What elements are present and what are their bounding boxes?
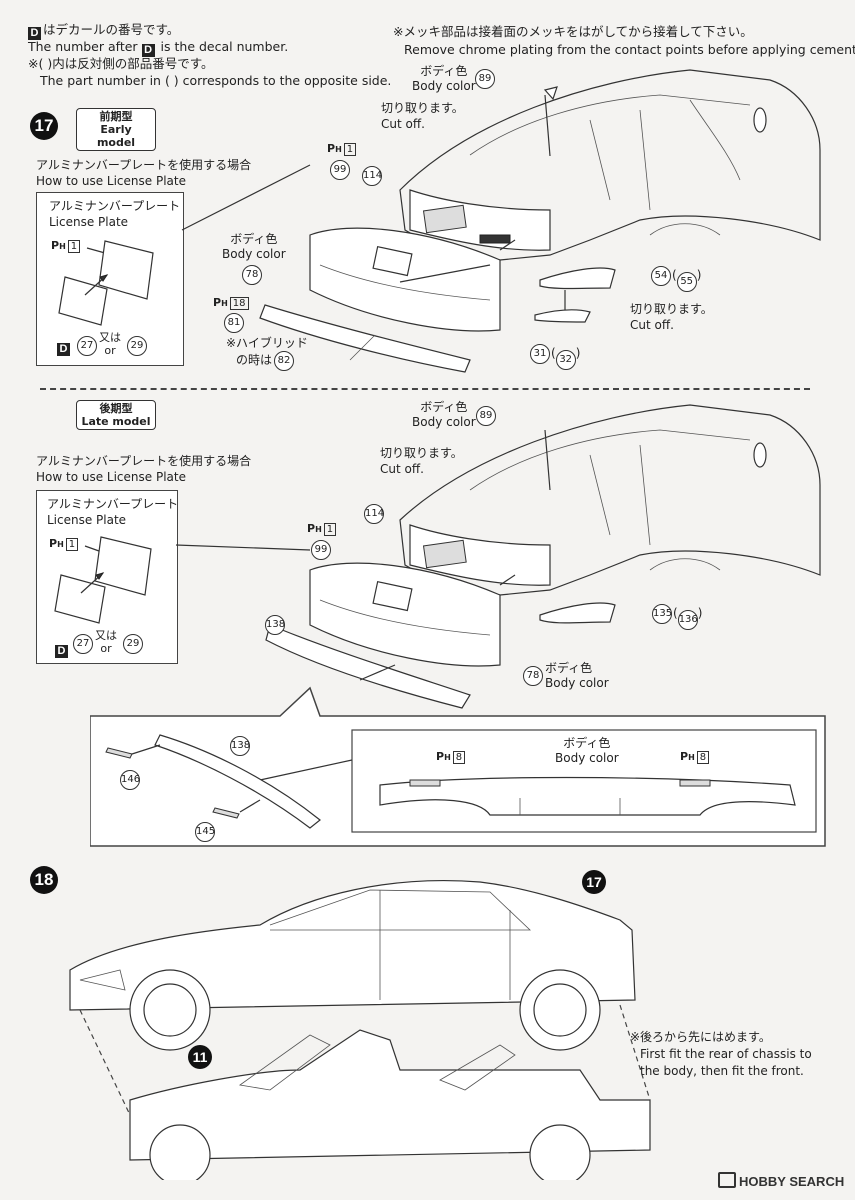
early-part-55: (55) [672, 268, 701, 292]
early-plate-drawing [58, 240, 154, 326]
late-part-135: 135 [652, 604, 672, 624]
step-18-marker: 18 [30, 866, 58, 894]
early-plate-label-en: How to use License Plate [36, 174, 186, 188]
detail-part-146: 146 [120, 770, 140, 790]
early-decal-29-num: 29 [127, 336, 147, 356]
late-decal-29-num: 29 [123, 634, 143, 654]
early-part-32: (32) [551, 346, 580, 370]
opposite-note-ja: ※( )内は反対側の部品番号です。 [28, 56, 214, 71]
early-part-54: 54 [651, 266, 671, 286]
detail-part-145: 145 [195, 822, 215, 842]
early-part-82: 82 [274, 351, 294, 371]
late-part-138: 138 [265, 615, 285, 635]
body-chassis-drawing [69, 880, 651, 1180]
late-part-99: 99 [311, 540, 331, 560]
watermark-logo-icon [718, 1172, 736, 1188]
late-decal-27: D [55, 637, 70, 658]
early-rear-assembly-drawing [181, 69, 821, 373]
fit-note-en2: the body, then fit the front. [640, 1064, 804, 1078]
late-cutoff-ja: 切り取ります。 [380, 446, 463, 460]
early-box-title-en: License Plate [49, 215, 129, 229]
late-rear-assembly-drawing [175, 404, 821, 709]
chrome-note-en: Remove chrome plating from the contact p… [404, 42, 855, 57]
early-cutoff2-en: Cut off. [630, 318, 674, 332]
early-cutoff2-ja: 切り取ります。 [630, 302, 713, 316]
early-cutoff-en: Cut off. [381, 117, 425, 131]
early-decal-27: D [57, 339, 72, 356]
step-18-ref-11: 11 [188, 1045, 212, 1069]
late-part-78: 78 [523, 666, 543, 686]
early-decal-27-num: 27 [77, 336, 97, 356]
late-part-114: 114 [364, 504, 384, 524]
early-part-81: 81 [224, 313, 244, 333]
spoiler-detail-callout [90, 686, 826, 847]
fit-note-ja: ※後ろから先にはめます。 [630, 1030, 771, 1044]
decal-note-en: The number after D is the decal number. [28, 39, 289, 57]
step-17-marker: 17 [30, 112, 58, 140]
late-plate-drawing [54, 536, 152, 624]
model-divider [40, 388, 810, 390]
late-box-title-en: License Plate [47, 513, 127, 527]
chrome-note-ja: ※メッキ部品は接着面のメッキをはがしてから接着して下さい。 [393, 24, 753, 39]
fit-note-en1: First fit the rear of chassis to [640, 1047, 812, 1061]
late-plate-label-en: How to use License Plate [36, 470, 186, 484]
early-part-31: 31 [530, 344, 550, 364]
hobby-search-watermark: HOBBY SEARCH [718, 1172, 844, 1189]
late-part-89: 89 [476, 406, 496, 426]
late-plate-label-ja: アルミナンバープレートを使用する場合 [36, 454, 252, 468]
early-part-89: 89 [475, 69, 495, 89]
early-plate-label-ja: アルミナンバープレートを使用する場合 [36, 158, 252, 172]
late-box-title-ja: アルミナンバープレート [47, 497, 179, 511]
opposite-note-en: The part number in ( ) corresponds to th… [40, 73, 392, 88]
step-18-ref-17: 17 [582, 870, 606, 894]
early-cutoff-ja: 切り取ります。 [381, 101, 464, 115]
late-part-136: (136) [673, 606, 702, 630]
detail-part-138: 138 [230, 736, 250, 756]
early-box-title-ja: アルミナンバープレート [49, 199, 181, 213]
early-hybrid-note: ※ハイブリッド [226, 336, 308, 350]
early-hybrid-note2: の時は [236, 353, 273, 367]
early-part-114: 114 [362, 166, 382, 186]
early-part-99: 99 [330, 160, 350, 180]
late-cutoff-en: Cut off. [380, 462, 424, 476]
late-decal-27-num: 27 [73, 634, 93, 654]
early-part-78: 78 [242, 265, 262, 285]
